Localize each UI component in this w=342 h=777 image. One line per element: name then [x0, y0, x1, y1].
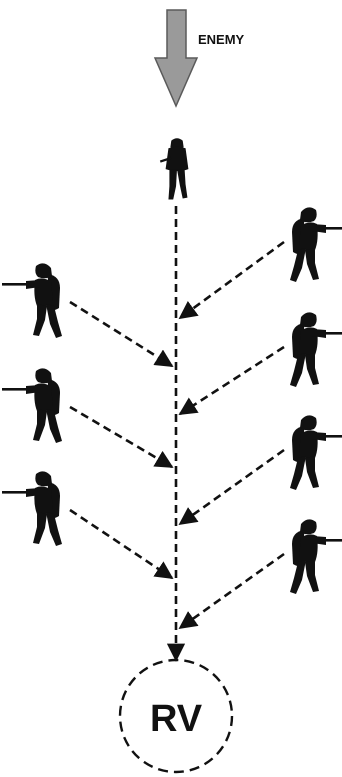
right-soldier-1	[290, 207, 342, 282]
left-soldier-3	[2, 471, 62, 546]
left-soldier-2	[2, 368, 62, 443]
rv-label: RV	[150, 698, 203, 740]
enemy-direction-arrow	[155, 10, 197, 106]
left-soldier-1	[2, 263, 62, 338]
right-path-2	[180, 347, 284, 414]
right-soldier-2	[290, 312, 342, 387]
left-path-3	[70, 510, 172, 578]
left-path-1	[70, 302, 172, 366]
right-path-4	[180, 554, 284, 628]
point-soldier	[160, 138, 189, 199]
enemy-label: ENEMY	[198, 32, 245, 47]
right-soldier-3	[290, 415, 342, 490]
right-soldier-4	[290, 519, 342, 594]
right-path-1	[180, 242, 284, 318]
right-path-3	[180, 450, 284, 524]
left-path-2	[70, 407, 172, 467]
